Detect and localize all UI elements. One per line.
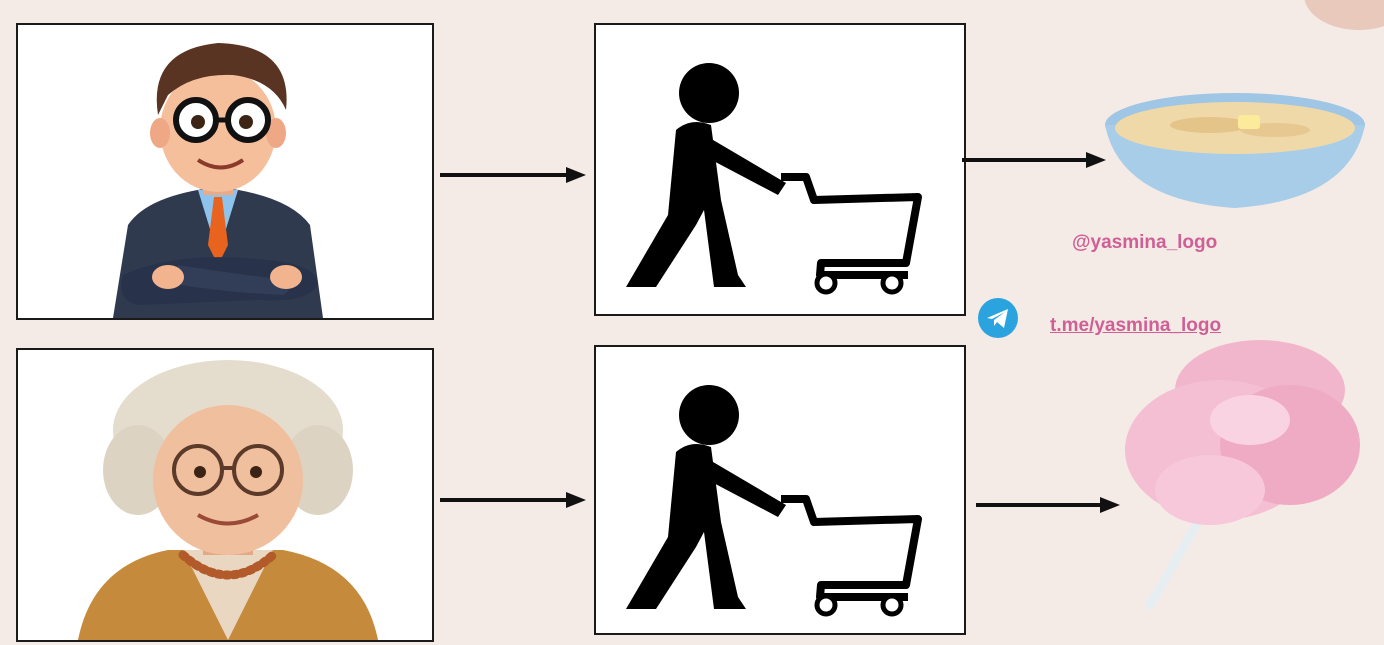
arrow-right-icon [440, 490, 590, 510]
corner-decoration [1304, 0, 1384, 30]
shopping-cart-icon [596, 25, 964, 314]
grandmother-panel [16, 348, 434, 642]
cotton-candy-illustration [1110, 330, 1380, 620]
telegram-icon[interactable] [978, 298, 1018, 338]
cotton-candy-panel [1110, 330, 1380, 620]
watermark-handle: @yasmina_logo [1072, 232, 1217, 254]
shopping-cart-icon [596, 347, 964, 633]
businessman-illustration [18, 25, 432, 318]
oatmeal-panel [1090, 70, 1384, 240]
oatmeal-bowl-illustration [1090, 70, 1384, 240]
arrow-right-icon [440, 165, 590, 185]
arrow-right-icon [976, 495, 1126, 515]
grandmother-illustration [18, 350, 432, 640]
shopper-panel-top [594, 23, 966, 316]
businessman-panel [16, 23, 434, 320]
shopper-panel-bottom [594, 345, 966, 635]
